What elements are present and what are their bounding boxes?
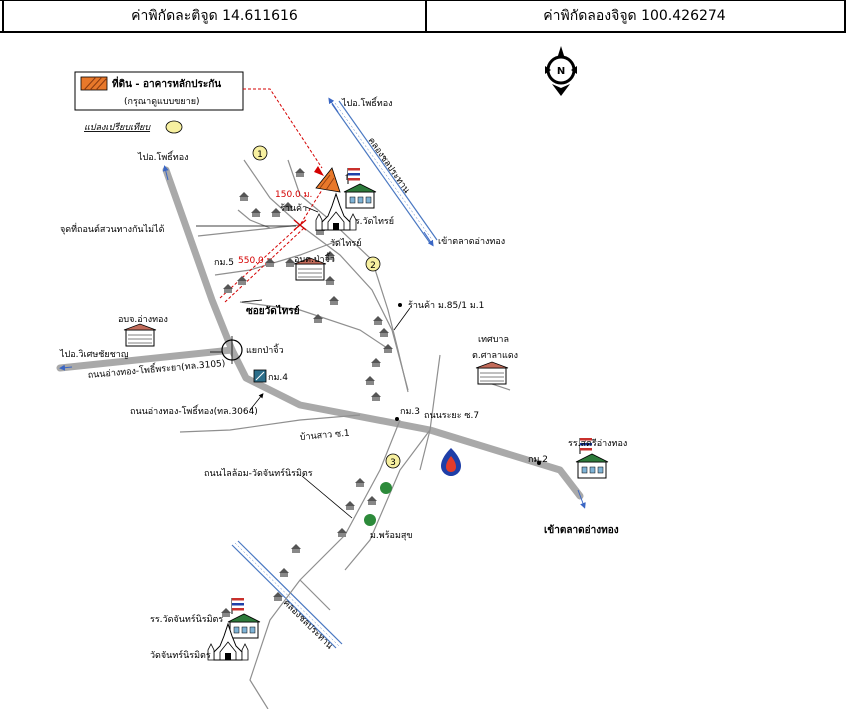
- svg-text:3: 3: [390, 458, 396, 468]
- label-shop-2: ร้านค้า ม.85/1 ม.1: [408, 300, 484, 311]
- label-school-chan: รร.วัดจันทร์นิรมิตร: [150, 613, 223, 625]
- obj-angthong-icon: [123, 323, 157, 347]
- school-watsai-icon: [343, 167, 377, 209]
- marker-2: 2: [365, 256, 381, 272]
- label-to-photong-left: ไปอ.โพธิ์ทอง: [137, 150, 189, 163]
- label-to-photong-top: ไปอ.โพธิ์ทอง: [341, 96, 393, 109]
- marker-1: 1: [252, 145, 268, 161]
- legend-property-note: (กรุณาดูแบบขยาย): [124, 97, 200, 107]
- label-km2: กม.2: [528, 455, 548, 465]
- svg-text:1: 1: [257, 150, 263, 160]
- latitude-value: ค่าพิกัดละติจูด 14.611616: [2, 1, 427, 31]
- label-wat-sai: วัดไทรย์: [330, 237, 361, 249]
- label-to-angthong-market-2: เข้าตลาดอ่างทอง: [544, 524, 619, 536]
- municipality-icon: [475, 361, 509, 385]
- tree-icon: [364, 482, 392, 526]
- label-municipality-1: เทศบาล: [478, 335, 509, 345]
- label-wat-chan: วัดจันทร์นิรมิตร: [150, 649, 211, 661]
- label-municipality-2: ต.ศาลาแดง: [472, 351, 518, 361]
- svg-text:2: 2: [370, 261, 376, 271]
- label-canal-top: คลองชลประทาน: [366, 136, 412, 195]
- label-soi-7: ถนนระยะ ซ.7: [424, 411, 479, 421]
- longitude-value: ค่าพิกัดลองจิจูด 100.426274: [425, 1, 846, 31]
- legend-property-label: ที่ดิน - อาคารหลักประกัน: [112, 76, 221, 90]
- compare-marker-icon: [165, 120, 183, 134]
- minor-roads: [179, 159, 511, 709]
- label-intersection: แยกป่าจิ้ว: [246, 343, 284, 356]
- road-3105: [56, 346, 236, 372]
- label-wat-road-bottom: บ้านสาว ซ.1: [299, 428, 350, 443]
- label-to-wisetchaichan: ไปอ.วิเศษชัยชาญ: [59, 349, 129, 360]
- label-km5: กม.5: [214, 258, 234, 268]
- label-dist-150: 150.0 ม.: [275, 190, 312, 200]
- label-school-watsai: รร.วัดไทรย์: [350, 215, 394, 227]
- label-road-chansinmit: ถนนไลล้อม-วัดจันทร์นิรมิตร: [204, 467, 313, 479]
- coordinate-bar: ค่าพิกัดละติจูด 14.611616 ค่าพิกัดลองจิจ…: [0, 0, 846, 33]
- label-school-satri: รร.สตรีอ่างทอง: [568, 438, 627, 449]
- label-dead-end: จุดที่ถอนต์สวนทางกันไม่ได้: [60, 222, 165, 235]
- canal-top: [331, 100, 438, 244]
- gas-station-icon: [441, 448, 461, 476]
- label-km3: กม.3: [400, 407, 420, 417]
- label-shop-1: ร้านค้า: [280, 203, 307, 214]
- compass-letter: N: [557, 66, 565, 77]
- label-road-3064: ถนนอ่างทอง-โพธิ์ทอง(ทล.3064): [130, 404, 258, 417]
- label-obj-angthong: อบจ.อ่างทอง: [118, 315, 168, 325]
- legend-compare-label: แปลงเปรียบเทียบ: [84, 122, 151, 133]
- label-mon-sook: ม.พร้อมสุข: [370, 530, 413, 541]
- label-dist-550: 550.0 ม.: [238, 256, 275, 266]
- compass-icon: N: [545, 46, 577, 96]
- label-soi-watsai: ซอยวัดไทรย์: [246, 304, 300, 317]
- legend-box: ที่ดิน - อาคารหลักประกัน (กรุณาดูแบบขยาย…: [74, 71, 244, 111]
- label-to-angthong-market-1: เข้าตลาดอ่างทอง: [438, 236, 505, 247]
- school-chan-icon: [227, 597, 261, 639]
- marker-3: 3: [385, 453, 401, 469]
- distance-lines: [219, 189, 323, 303]
- label-km4: กม.4: [268, 373, 288, 383]
- label-obt-pachiw: อบต.ป่าจิ้ว: [294, 252, 335, 265]
